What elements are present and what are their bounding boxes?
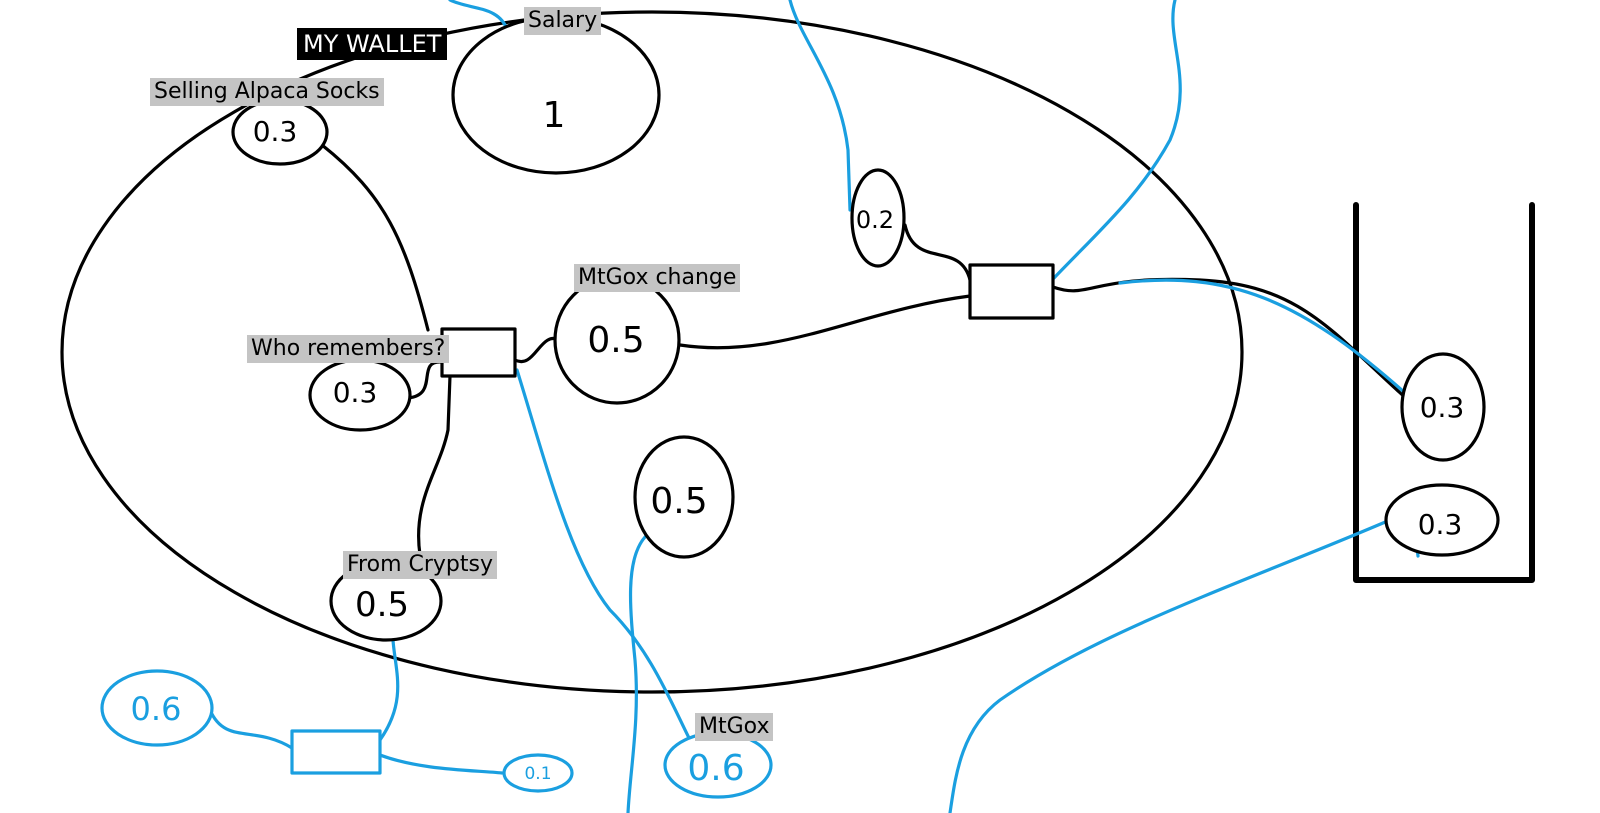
label-mtgox: MtGox (695, 713, 774, 741)
tx-box-3 (290, 729, 382, 775)
value-salary: 1 (543, 95, 566, 136)
node-middle (633, 435, 735, 559)
wallet-title: MY WALLET (297, 28, 448, 60)
label-salary: Salary (524, 7, 602, 35)
value-blue-small: 0.1 (524, 764, 551, 784)
value-right-upper: 0.3 (1420, 391, 1465, 424)
value-mtgox-change: 0.5 (587, 320, 644, 361)
value-blue-mtgox: 0.6 (687, 748, 744, 789)
value-right-lower: 0.3 (1418, 508, 1463, 541)
value-small-top: 0.2 (856, 206, 894, 234)
edge-socks-to-tx1 (320, 143, 430, 332)
node-right-lower (1384, 483, 1500, 557)
value-middle: 0.5 (650, 481, 707, 522)
blue-edge-to-small (788, 0, 852, 212)
node-blue-left (100, 669, 214, 747)
label-mtgox-change: MtGox change (574, 264, 741, 292)
blue-edge-middle-down (626, 535, 647, 813)
value-who-remembers: 0.3 (333, 376, 378, 409)
value-blue-left: 0.6 (131, 690, 182, 728)
blue-edge-tx2-right (1118, 278, 1406, 394)
blue-edge-tx3-to-small (378, 753, 504, 775)
wallet-boundary (60, 10, 1244, 694)
label-selling-alpaca-socks: Selling Alpaca Socks (150, 78, 384, 106)
blue-edge-top-left (448, 0, 510, 34)
tx-box-2 (968, 263, 1055, 320)
tx-box-1 (440, 327, 517, 378)
edge-who-to-tx1 (406, 360, 444, 400)
edge-cryptsy-to-tx1 (417, 374, 452, 557)
node-blue-small (502, 753, 574, 793)
label-from-cryptsy: From Cryptsy (343, 551, 497, 579)
right-container (1353, 202, 1535, 583)
blue-edge-right-down (948, 518, 1392, 813)
blue-edge-tx1-to-mtgox (515, 368, 692, 742)
label-who-remembers: Who remembers? (247, 335, 450, 363)
edge-change-to-tx2 (678, 294, 972, 350)
node-right-upper (1400, 352, 1486, 462)
value-from-cryptsy: 0.5 (355, 585, 409, 625)
blue-edge-left-to-tx3 (208, 708, 294, 750)
edge-tx1-to-change (513, 336, 562, 364)
value-alpaca-socks: 0.3 (253, 115, 298, 148)
node-small-top (850, 168, 906, 268)
edge-small-to-tx2 (903, 223, 972, 282)
blue-edge-cryptsy-to-tx3 (378, 638, 400, 742)
blue-edge-to-tx2 (1052, 0, 1182, 280)
